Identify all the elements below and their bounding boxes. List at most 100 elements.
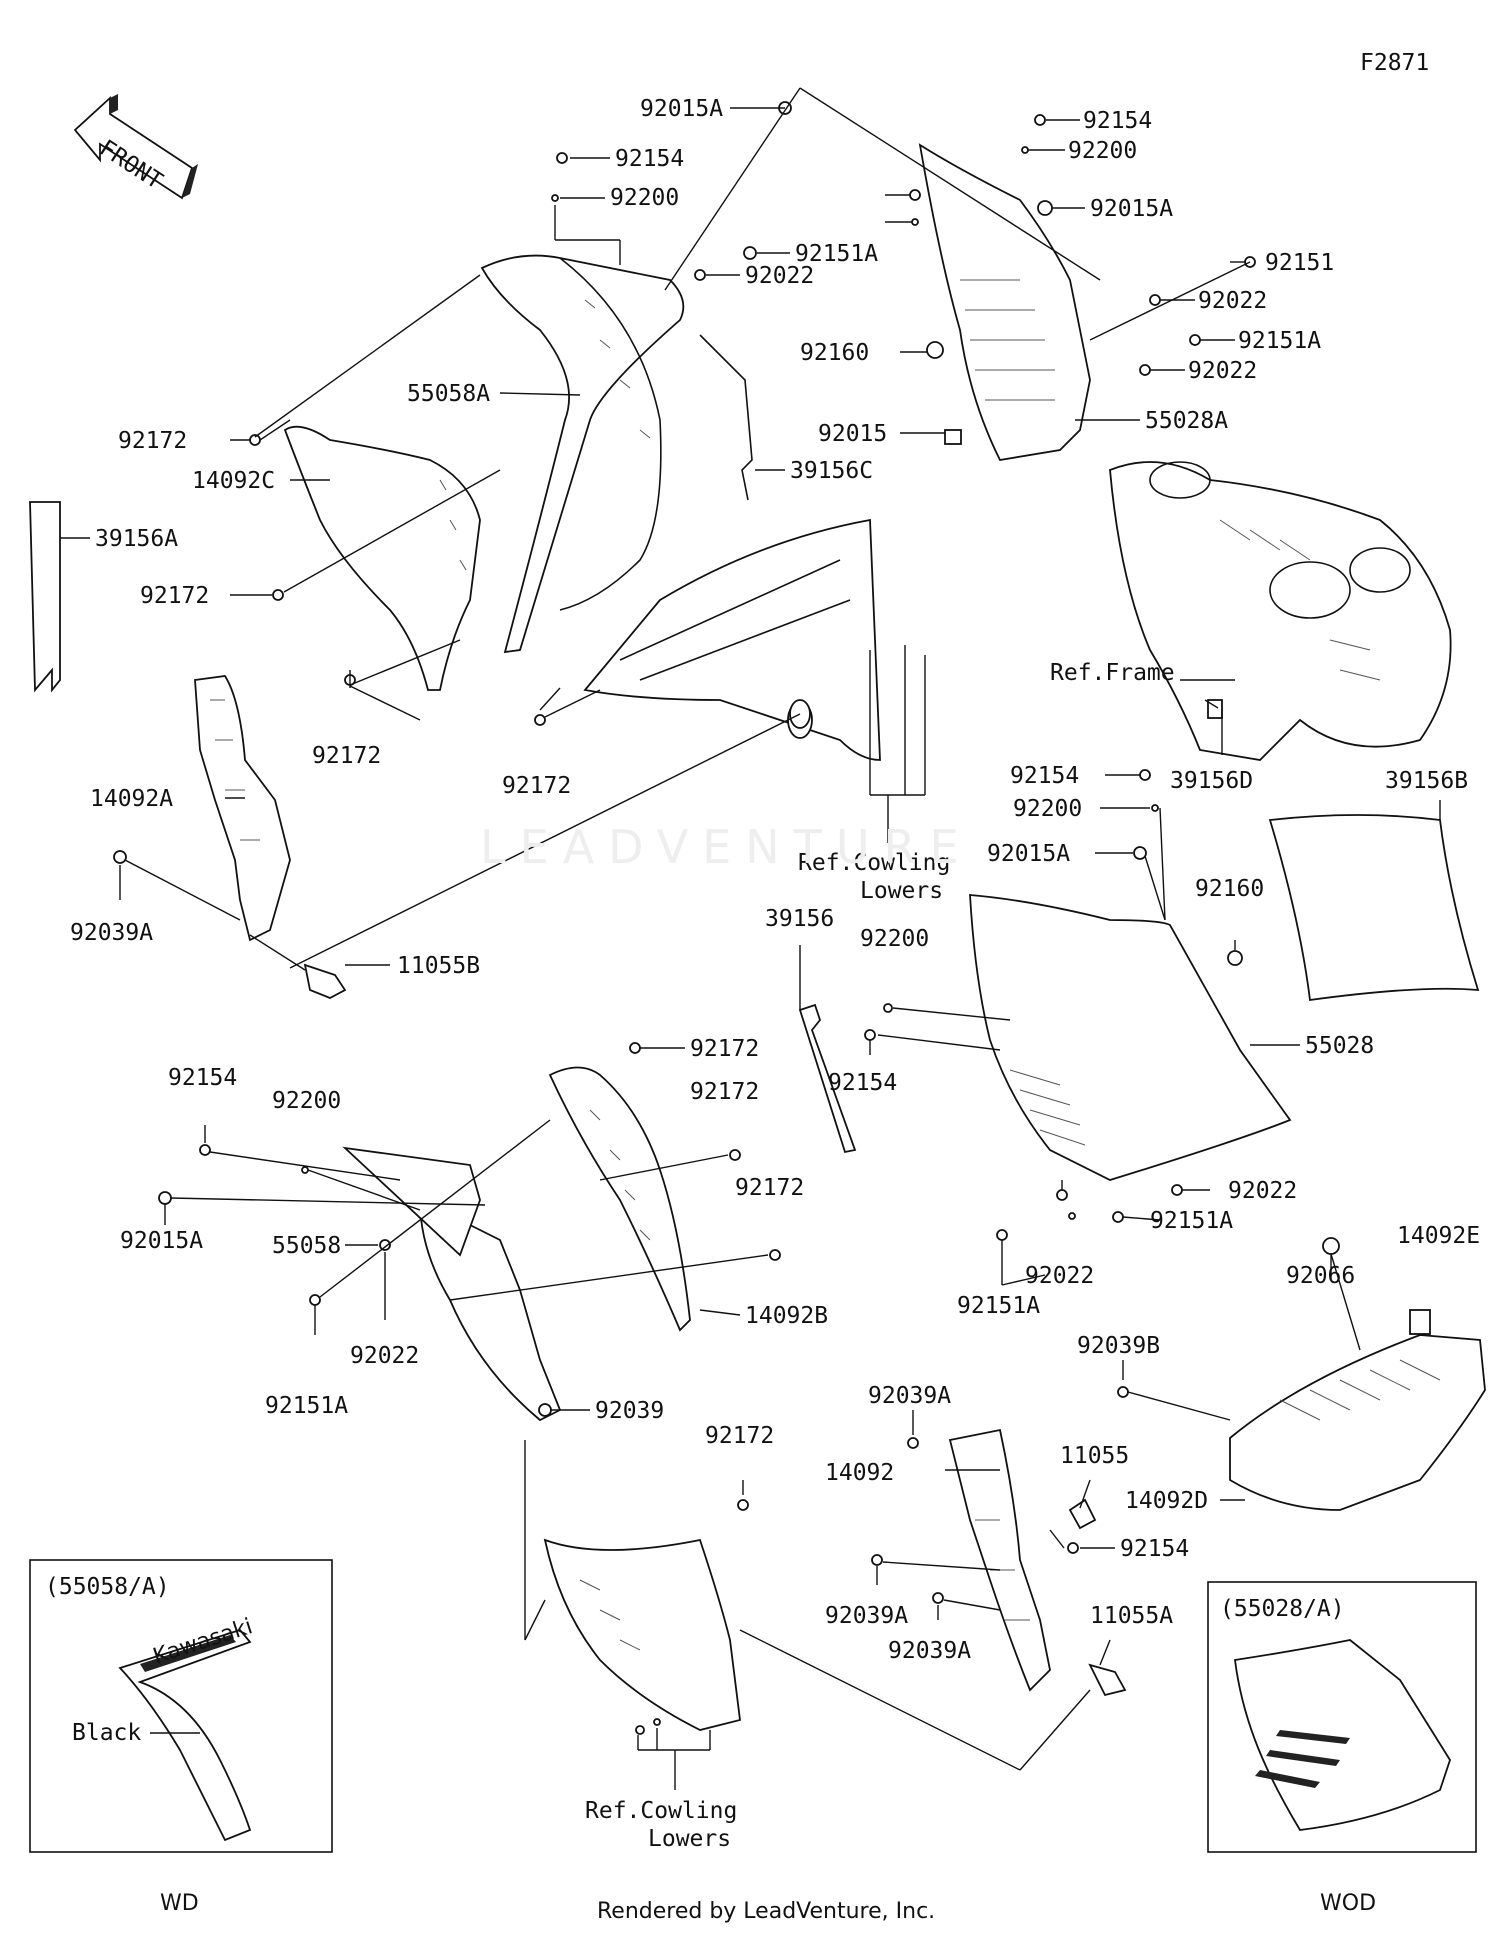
part-label: 11055B [397,953,480,979]
part-label: 92172 [735,1175,804,1201]
part-label: 92172 [705,1423,774,1449]
part-label: 92151A [957,1293,1040,1319]
part-label: 11055A [1090,1603,1173,1629]
front-arrow-icon: FRONT [73,94,198,200]
inset-right-title: (55028/A) [1220,1596,1345,1622]
side-panel-14092C [283,425,481,691]
part-label: 92160 [1195,876,1264,902]
part-label: 92151A [265,1393,348,1419]
ref-frame-label: Ref.Frame [1050,660,1175,686]
part-label: 92200 [610,185,679,211]
part-label: 92154 [828,1070,897,1096]
part-label: 55028A [1145,408,1228,434]
part-label: 92200 [1068,138,1137,164]
part-label: 92039A [825,1603,908,1629]
tab-14092E [1409,1309,1431,1335]
lower-right-cowl-55028 [969,894,1292,1181]
inset-left-note: Black [72,1720,141,1746]
part-label: 39156A [95,526,178,552]
bracket-11055A [1088,1663,1127,1697]
part-label: 92015A [1090,196,1173,222]
part-label: 14092E [1397,1223,1480,1249]
part-labels: 92015A 92154 92200 92151A 92022 92154 92… [70,96,1480,1664]
footer-credit: Rendered by LeadVenture, Inc. [597,1899,935,1924]
part-label: 92200 [1013,796,1082,822]
part-label: 92172 [118,428,187,454]
part-label: 92200 [860,926,929,952]
fasteners [113,101,1340,1735]
lower-left-cowl-55058 [342,1066,691,1422]
part-label: 39156 [765,906,834,932]
part-label: 14092D [1125,1488,1208,1514]
lower-panel [543,1538,741,1731]
part-label: 14092 [825,1460,894,1486]
ref-cowling-lowers-a-1: Ref.Cowling [798,850,950,876]
part-label: 14092C [192,468,275,494]
part-label: 92151A [1150,1208,1233,1234]
part-label: 92172 [690,1036,759,1062]
part-label: 92154 [615,146,684,172]
diagram-id: F2871 [1360,50,1429,76]
inset-left-caption: WD [160,1891,199,1916]
part-label: 92151A [1238,328,1321,354]
bracket-14092A [194,675,291,942]
strip-39156C [699,334,753,501]
part-label: 39156D [1170,768,1253,794]
watermark: LEADVENTURE [480,820,973,874]
ref-cowling-lowers-a-2: Lowers [860,878,943,904]
part-label: 92015A [640,96,723,122]
part-label: 92154 [1010,763,1079,789]
part-label: 92015A [120,1228,203,1254]
leader-lines [60,87,1441,1790]
part-label: 92039A [868,1383,951,1409]
part-label: 92172 [312,743,381,769]
inset-left: (55058/A) Kawasaki Black [29,1559,333,1853]
bracket-11055B [303,963,347,999]
part-label: 92022 [1198,288,1267,314]
part-label: 92154 [1083,108,1152,134]
part-label: 11055 [1060,1443,1129,1469]
part-label: 39156B [1385,768,1468,794]
strip-39156A [29,501,61,693]
part-label: 39156C [790,458,873,484]
part-label: 92172 [502,773,571,799]
part-label: 92015A [987,841,1070,867]
strip-39156B [1268,814,1480,1002]
upper-cowl-55058A [480,254,685,654]
part-label: 55058A [407,381,490,407]
part-label: 92066 [1286,1263,1355,1289]
duct-center [583,518,881,761]
part-label: 92039A [70,920,153,946]
part-label: 92160 [800,340,869,366]
part-label: 92039B [1077,1333,1160,1359]
part-label: 92039A [888,1638,971,1664]
inset-right-caption: WOD [1320,1891,1376,1916]
part-label: 92172 [140,583,209,609]
frame [1109,461,1452,761]
inset-left-title: (55058/A) [45,1574,170,1600]
part-label: 92022 [1188,358,1257,384]
part-label: 92022 [1025,1263,1094,1289]
part-label: 92200 [272,1088,341,1114]
part-label: 92151A [795,241,878,267]
part-label: 55028 [1305,1033,1374,1059]
part-label: 14092A [90,786,173,812]
inset-left-logo: Kawasaki [150,1614,255,1670]
duct-14092D [1229,1309,1486,1511]
inset-right: (55028/A) [1207,1581,1477,1853]
ref-cowling-lowers-b-1: Ref.Cowling [585,1798,737,1824]
bracket-11055 [1068,1498,1097,1530]
part-label: 92151 [1265,250,1334,276]
part-label: 92022 [1228,1178,1297,1204]
part-label: 14092B [745,1303,828,1329]
part-label: 55058 [272,1233,341,1259]
strip-39156 [798,1003,857,1154]
part-label: 92172 [690,1079,759,1105]
part-label: 92022 [350,1343,419,1369]
part-label: 92015 [818,421,887,447]
upper-right-cowl-55028A [918,143,1091,461]
part-label: 92022 [745,263,814,289]
part-label: 92154 [168,1065,237,1091]
